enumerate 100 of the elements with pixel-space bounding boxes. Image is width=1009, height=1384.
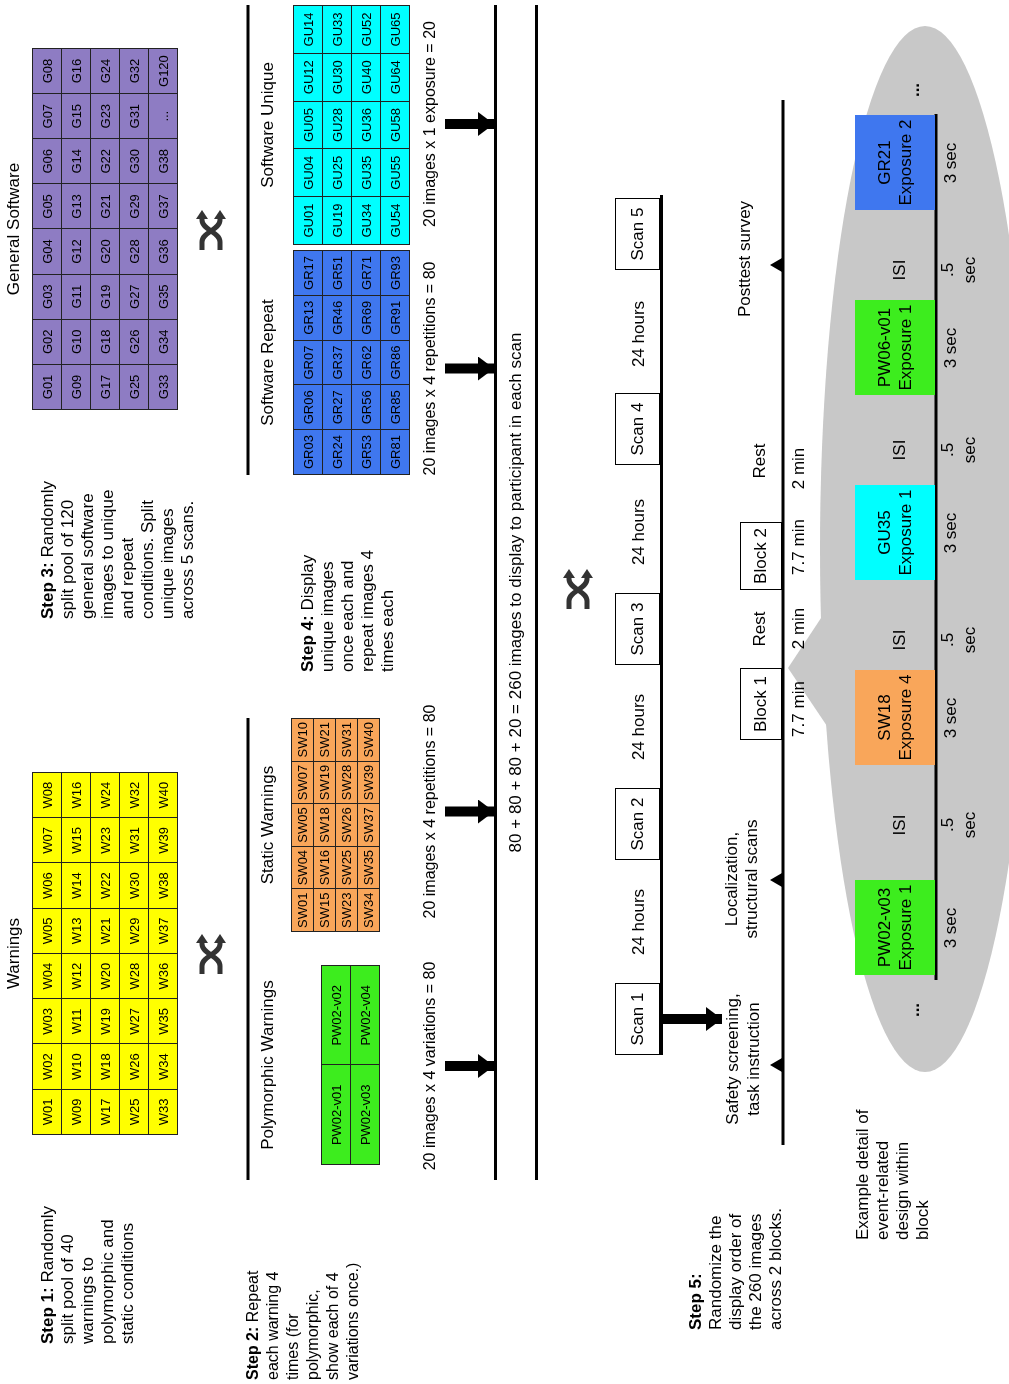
image-code-cell: W35 <box>148 998 178 1044</box>
total-summary-band: 80 + 80 + 80 + 20 = 260 images to display to participant in each scan <box>494 5 538 1180</box>
duration-label: .5 sec <box>937 435 980 466</box>
image-code-cell: SW10 <box>291 718 314 762</box>
image-code-cell: GU55 <box>380 148 410 197</box>
image-code-cell: SW35 <box>357 846 380 889</box>
image-code-cell: W36 <box>148 953 178 999</box>
image-code-cell: G22 <box>90 138 120 184</box>
image-code-cell: W12 <box>61 953 91 999</box>
scan-box: Scan 1 <box>615 983 660 1055</box>
exposure-label: Exposure 1 <box>895 304 916 391</box>
image-code-cell: GR03 <box>293 429 323 475</box>
image-code-cell: W15 <box>61 817 91 863</box>
exposure-label: Exposure 1 <box>895 884 916 971</box>
image-code-cell: G06 <box>32 138 62 184</box>
event-label: Localization, structural scans <box>722 818 762 941</box>
image-code-cell: SW21 <box>313 718 336 762</box>
image-code-cell: G21 <box>90 183 120 229</box>
image-code-cell: W05 <box>32 908 62 954</box>
image-code-cell: G33 <box>148 364 178 410</box>
duration-label: 2 min <box>789 606 809 652</box>
image-code-cell: GR93 <box>380 250 410 296</box>
equation-text: 20 images x 4 repetitions = 80 <box>418 689 442 934</box>
image-code-cell: W22 <box>90 863 120 909</box>
image-code-cell: G03 <box>32 274 62 320</box>
image-code-cell: G20 <box>90 229 120 275</box>
duration-label: 3 sec <box>940 906 961 951</box>
image-code-cell: G15 <box>61 93 91 139</box>
stimulus-box <box>855 300 935 395</box>
equation-text: 20 images x 4 repetitions = 80 <box>418 246 442 491</box>
image-code-cell: G25 <box>119 364 149 410</box>
image-code-cell: G27 <box>119 274 149 320</box>
image-code-cell: SW15 <box>313 888 336 932</box>
scan-box: Scan 3 <box>615 593 660 665</box>
isi-label: ISI <box>889 438 910 463</box>
duration-label: 7.7 min <box>789 518 809 577</box>
callout-ellipse <box>785 25 1009 1072</box>
image-code-cell: GU36 <box>351 101 381 149</box>
image-code-cell: GR85 <box>380 384 410 430</box>
duration-label: .5 sec <box>937 810 980 841</box>
image-code-cell: G37 <box>148 183 178 229</box>
image-code-cell: W17 <box>90 1089 120 1135</box>
image-code-cell: GU04 <box>293 148 323 197</box>
isi-label: ISI <box>889 258 910 283</box>
image-code-cell: GU14 <box>293 5 323 54</box>
image-code-cell: W21 <box>90 908 120 954</box>
image-code-cell: SW39 <box>357 761 380 804</box>
image-code-cell: GU35 <box>351 148 381 197</box>
image-grid <box>258 965 380 1165</box>
image-code-cell: GR46 <box>322 295 352 341</box>
scan-box: Block 2 <box>740 522 782 590</box>
duration-label: .5 sec <box>937 625 980 656</box>
image-code-cell: GR86 <box>380 340 410 385</box>
image-grid <box>258 250 410 475</box>
image-code-cell: W24 <box>90 772 120 818</box>
image-code-cell: SW19 <box>313 761 336 804</box>
image-code-cell: GR91 <box>380 295 410 341</box>
arrow <box>445 1054 494 1078</box>
image-code-cell: G23 <box>90 93 120 139</box>
image-grid <box>4 48 178 410</box>
image-code-cell: SW34 <box>357 888 380 932</box>
image-code-cell: W20 <box>90 953 120 999</box>
image-code-cell: GU25 <box>322 148 352 197</box>
image-code-cell: G08 <box>32 48 62 94</box>
image-code-cell: GU58 <box>380 101 410 149</box>
image-code-cell: G11 <box>61 274 91 320</box>
image-code-cell: G04 <box>32 229 62 275</box>
grid-title: Polymorphic Warnings <box>258 979 278 1152</box>
stimulus-code: PW02-v03 <box>874 887 895 968</box>
exposure-label: Exposure 4 <box>895 674 916 761</box>
image-code-cell: G120 <box>148 48 178 94</box>
grid-title: Software Unique <box>258 61 278 190</box>
image-code-cell: G10 <box>61 319 91 365</box>
image-code-cell: W29 <box>119 908 149 954</box>
image-code-cell: GU01 <box>293 196 323 245</box>
duration-label: 3 sec <box>940 511 961 556</box>
image-code-cell: G14 <box>61 138 91 184</box>
image-code-cell: W33 <box>148 1089 178 1135</box>
image-code-cell: W23 <box>90 817 120 863</box>
image-code-cell: W01 <box>32 1089 62 1135</box>
arrow <box>663 1007 722 1031</box>
image-code-cell: W06 <box>32 863 62 909</box>
image-code-cell: W37 <box>148 908 178 954</box>
image-code-cell: GU34 <box>351 196 381 245</box>
image-code-cell: W03 <box>32 998 62 1044</box>
stimulus-box <box>855 115 935 210</box>
image-code-cell: W31 <box>119 817 149 863</box>
ellipsis-mark: ... <box>903 81 924 100</box>
image-code-cell: GR56 <box>351 384 381 430</box>
stimulus-box <box>855 485 935 580</box>
image-code-cell: GU64 <box>380 53 410 102</box>
image-code-cell: G17 <box>90 364 120 410</box>
event-label: Rest <box>750 610 770 649</box>
image-code-cell: G31 <box>119 93 149 139</box>
ellipsis-mark: ... <box>903 1001 924 1020</box>
image-code-cell: GU33 <box>322 5 352 54</box>
image-code-cell: W34 <box>148 1044 178 1090</box>
image-code-cell: W40 <box>148 772 178 818</box>
image-code-cell: W27 <box>119 998 149 1044</box>
image-code-cell: W39 <box>148 817 178 863</box>
